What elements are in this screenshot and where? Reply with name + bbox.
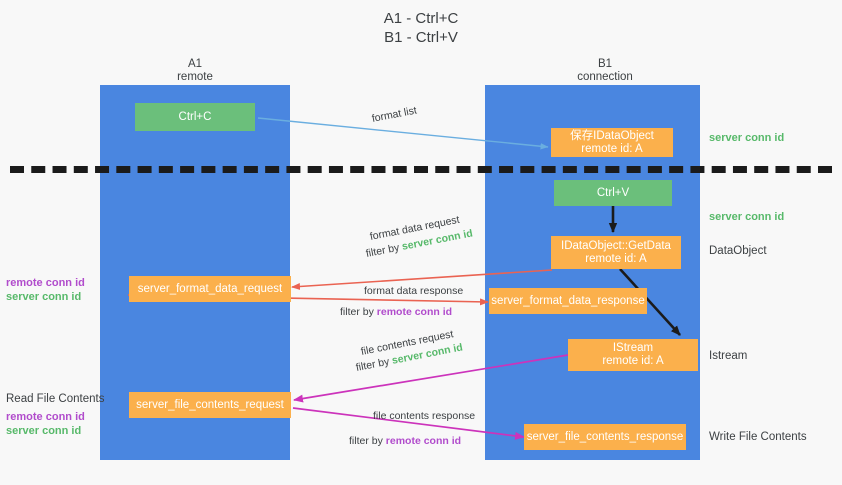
annotation-server-conn-id-second: server conn id	[709, 211, 785, 223]
node-save-idataobject[interactable]: 保存IDataObject remote id: A	[551, 128, 673, 157]
phase-divider	[10, 166, 832, 173]
filter-prefix: filter by	[354, 355, 394, 374]
filter-prefix: filter by	[340, 306, 377, 318]
edge-label-format-data-response-filter: filter by remote conn id	[340, 305, 452, 319]
annotation-remote-conn-id: remote conn id	[6, 277, 85, 289]
node-ctrl-v[interactable]: Ctrl+V	[554, 180, 672, 206]
annotation-remote-conn-id: remote conn id	[6, 411, 85, 423]
annotation-server-conn-id: server conn id	[6, 424, 82, 437]
annotation-conn-ids-file: remote conn id server conn id	[6, 411, 85, 438]
node-server-format-data-request[interactable]: server_format_data_request	[129, 276, 291, 302]
node-server-file-contents-response[interactable]: server_file_contents_response	[524, 424, 686, 450]
annotation-istream: Istream	[709, 350, 748, 362]
annotation-data-object: DataObject	[709, 245, 767, 257]
page-title: A1 - Ctrl+C B1 - Ctrl+V	[383, 10, 459, 46]
column-header-a1: A1 remote	[177, 58, 213, 83]
node-server-format-data-response[interactable]: server_format_data_response	[489, 288, 647, 314]
annotation-write-file-contents: Write File Contents	[709, 431, 807, 443]
node-server-file-contents-request[interactable]: server_file_contents_request	[129, 392, 291, 418]
edge-label-file-contents-response-filter: filter by remote conn id	[349, 434, 461, 448]
edge-label-file-contents-response: file contents response	[373, 410, 476, 422]
annotation-server-conn-id: server conn id	[6, 290, 82, 303]
edge-label-format-data-response: format data response	[364, 285, 464, 297]
annotation-read-file-contents: Read File Contents	[6, 393, 105, 405]
edge-label-format-list: format list	[370, 104, 418, 125]
node-istream[interactable]: IStream remote id: A	[568, 339, 698, 371]
filter-value-remote-conn-id: remote conn id	[385, 435, 462, 447]
filter-prefix: filter by	[349, 435, 386, 447]
filter-value-remote-conn-id: remote conn id	[376, 306, 453, 318]
annotation-conn-ids-format: remote conn id server conn id	[6, 277, 85, 304]
node-ctrl-c[interactable]: Ctrl+C	[135, 103, 255, 131]
node-idataobject-getdata[interactable]: IDataObject::GetData remote id: A	[551, 236, 681, 269]
column-header-b1: B1 connection	[577, 58, 633, 83]
annotation-server-conn-id-top: server conn id	[709, 132, 785, 144]
